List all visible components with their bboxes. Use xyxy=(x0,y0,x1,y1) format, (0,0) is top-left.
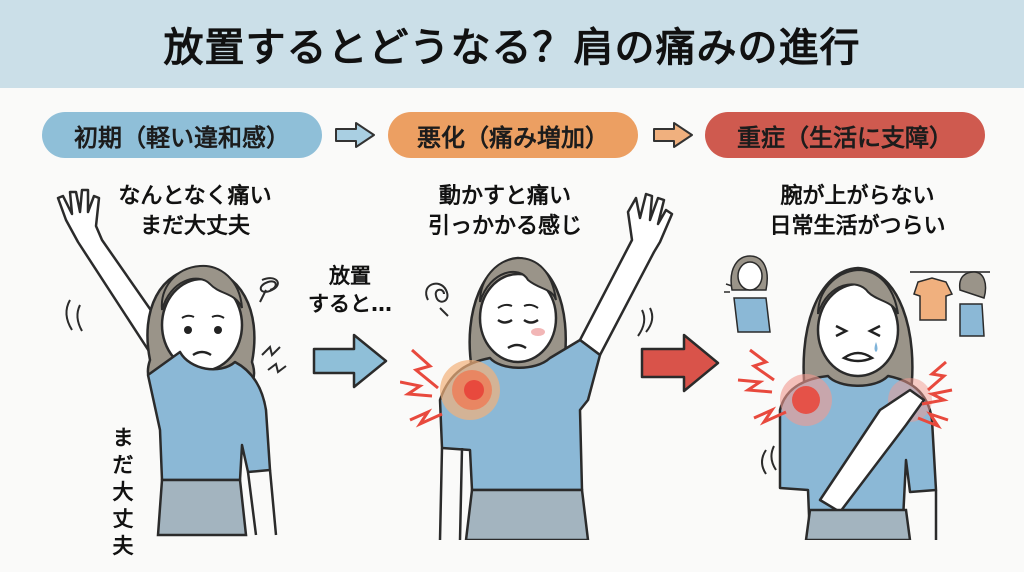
panel3-caption-line1: 腕が上がらない xyxy=(780,184,935,209)
panel1-caption-line1: なんとなく痛い xyxy=(118,184,272,209)
stage-pill-early: 初期（軽い違和感） xyxy=(42,112,322,158)
transition-label: 放置 すると… xyxy=(300,262,400,318)
panel1-caption-line2: まだ大丈夫 xyxy=(139,214,250,239)
title-banner: 放置するとどうなる？肩の痛みの進行 xyxy=(0,0,1024,88)
panel2-caption-line1: 動かすと痛い xyxy=(438,184,571,209)
progression-arrow-red-icon xyxy=(640,333,720,393)
inset-hanging-laundry xyxy=(910,271,990,337)
woman-mild-discomfort-illustration xyxy=(56,188,287,537)
stage-pill-worsening: 悪化（痛み増加） xyxy=(388,112,638,158)
woman-shoulder-pain-illustration xyxy=(400,192,674,540)
panel3-caption: 腕が上がらない 日常生活がつらい xyxy=(745,182,970,242)
panel3-caption-line2: 日常生活がつらい xyxy=(769,214,946,239)
panel1-caption: なんとなく痛い まだ大丈夫 xyxy=(80,182,310,242)
woman-severe-pain-illustration xyxy=(724,255,990,540)
panel2-caption-line2: 引っかかる感じ xyxy=(427,214,582,239)
outline-arrow-right-icon xyxy=(653,122,693,148)
stage-pill-severe: 重症（生活に支障） xyxy=(705,112,985,158)
inset-holding-shoulder xyxy=(724,255,771,333)
page-title: 放置するとどうなる？肩の痛みの進行 xyxy=(163,25,861,71)
transition-label-line1: 放置 xyxy=(329,264,371,288)
progression-arrow-blue-icon xyxy=(312,333,388,389)
side-note-vertical: まだ大丈夫 xyxy=(112,426,134,558)
panel2-caption: 動かすと痛い 引っかかる感じ xyxy=(405,182,605,242)
transition-label-line2: すると… xyxy=(308,292,392,316)
outline-arrow-right-icon xyxy=(335,122,375,148)
